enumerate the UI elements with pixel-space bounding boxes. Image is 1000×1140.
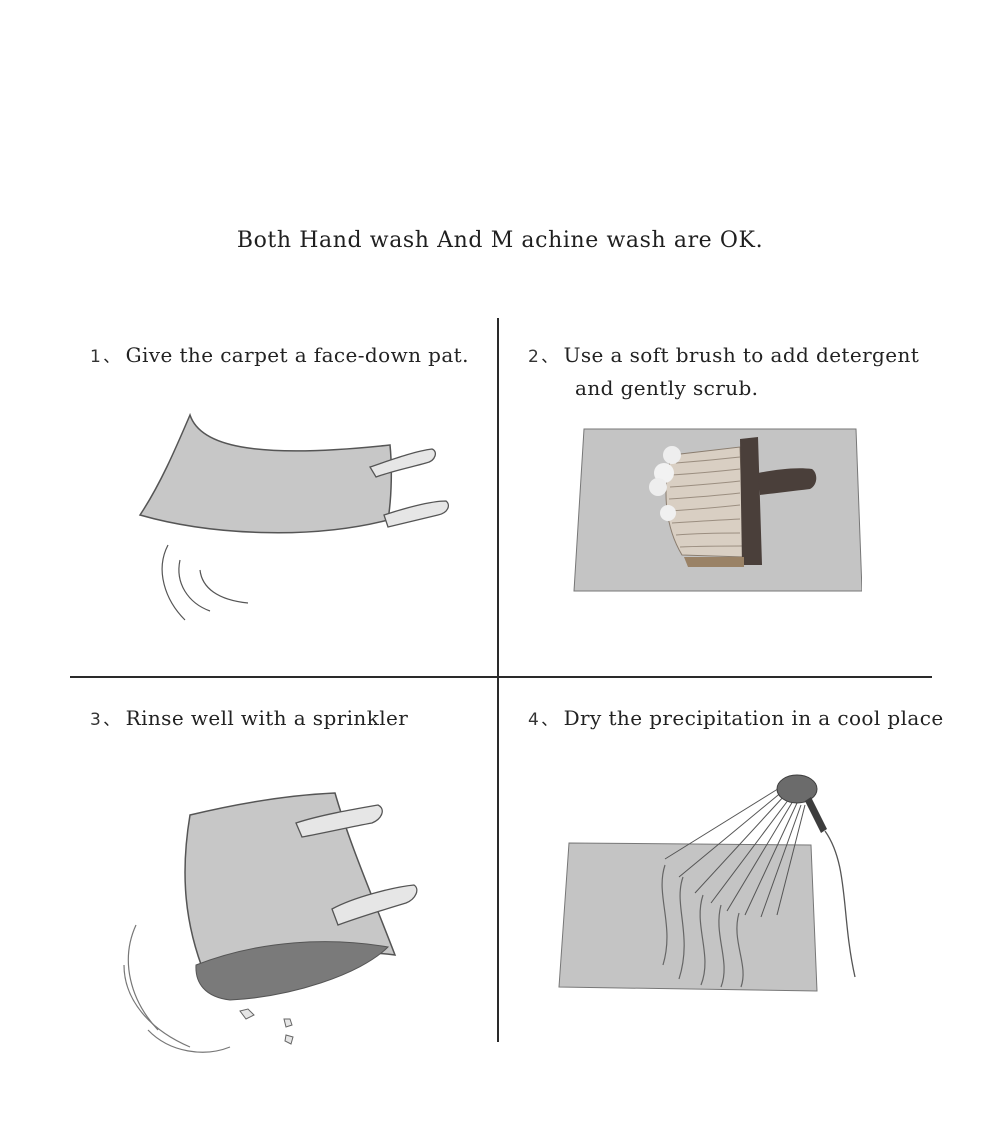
step-4-caption: 4、Dry the precipitation in a cool place [528,706,944,730]
carpet-rinse-icon [123,792,418,1053]
step-2-caption: 2、Use a soft brush to add detergent [528,343,920,367]
step-2-caption-line2: and gently scrub. [575,376,759,400]
carpet-pat-icon [138,412,449,621]
shower-dry-icon [558,774,856,992]
step-2-number: 2 [528,347,540,367]
step-2-text: Use a soft brush to add detergent [563,343,920,367]
page-title: Both Hand wash And M achine wash are OK. [236,228,764,253]
brush-scrub-icon [573,428,862,592]
step-4-text: Dry the precipitation in a cool place [563,706,944,730]
step-1-text: Give the carpet a face-down pat. [125,343,469,367]
step-1-caption: 1、Give the carpet a face-down pat. [90,343,469,367]
step-3-number: 3 [90,710,102,730]
horizontal-divider [70,676,932,678]
step-4-number: 4 [528,710,540,730]
step-1-number: 1 [90,347,102,367]
step-3-caption: 3、Rinse well with a sprinkler [90,706,409,730]
vertical-divider [497,318,499,1042]
step-3-text: Rinse well with a sprinkler [125,706,409,730]
